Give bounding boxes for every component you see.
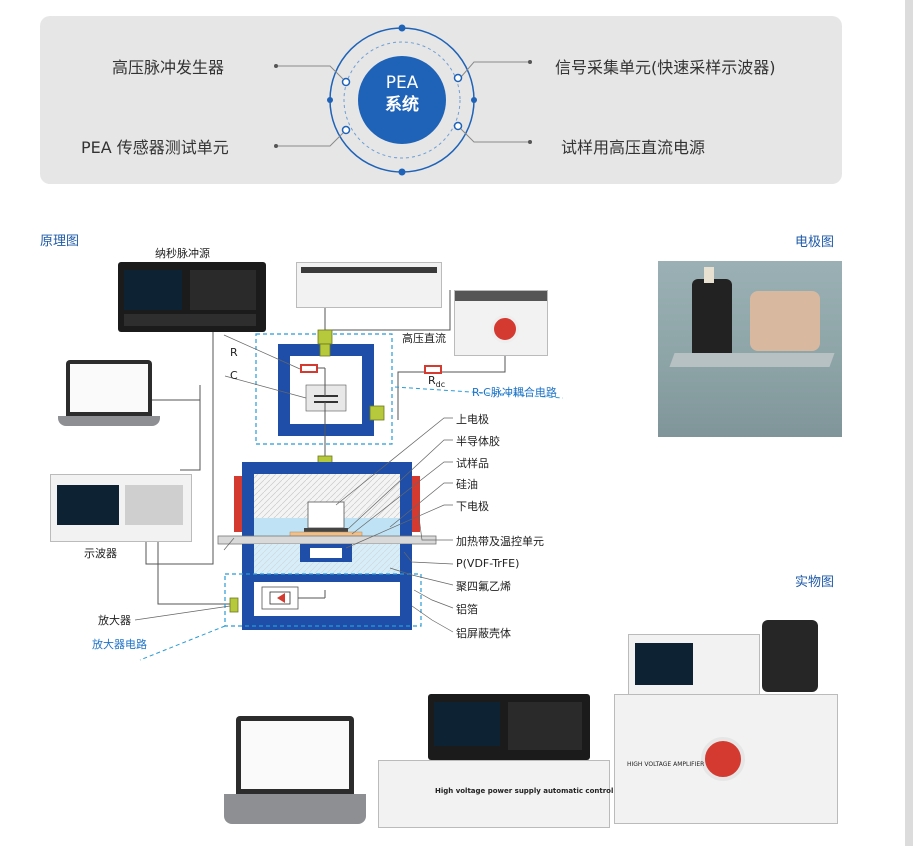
- heater-right: [412, 476, 420, 532]
- electrode-title: 电极图: [795, 235, 835, 250]
- label-amplifier: 放大器: [98, 614, 131, 627]
- center-line-2: 系统: [385, 95, 419, 115]
- resistor-rdc: [424, 365, 442, 374]
- label-amp-circuit: 放大器电路: [92, 638, 147, 651]
- connector-top-left: [276, 65, 344, 80]
- electrode-base-plate: [669, 353, 835, 367]
- schematic-oscilloscope: [50, 474, 192, 542]
- connector-top-right: [460, 61, 530, 78]
- callout-ptfe: 聚四氟乙烯: [456, 580, 511, 593]
- photo-hv-amplifier: HIGH VOLTAGE AMPLIFIER: [614, 694, 838, 824]
- page-scrollbar: [905, 0, 913, 846]
- label-hv-dc: 高压直流: [402, 332, 446, 345]
- label-signal-acquisition: 信号采集单元(快速采样示波器): [555, 58, 776, 77]
- amplifier-triangle: [277, 593, 285, 603]
- photo-oscilloscope: [628, 634, 760, 698]
- label-rdc-sub: dc: [435, 380, 446, 390]
- amplifier-hv-terminal: [701, 737, 745, 781]
- label-oscilloscope: 示波器: [84, 547, 117, 560]
- label-hv-pulse-generator: 高压脉冲发生器: [112, 58, 225, 77]
- pulse-source-device: [118, 262, 266, 332]
- center-title: PEA 系统: [362, 72, 442, 116]
- electrode-heater-pot: [750, 291, 820, 351]
- center-line-1: PEA: [385, 73, 419, 93]
- photo-title: 实物图: [795, 575, 835, 590]
- label-pea-sensor-unit: PEA 传感器测试单元: [81, 138, 229, 157]
- photo-hv-rack: High voltage power supply automatic cont…: [378, 760, 644, 828]
- connector-bottom-right: [460, 128, 530, 143]
- schematic-laptop-base: [58, 416, 160, 426]
- label-rc-circuit: R-C脉冲耦合电路: [472, 386, 557, 399]
- label-rdc-main: R: [428, 374, 436, 387]
- rc-dashed-box: [255, 333, 393, 445]
- upper-electrode: [307, 501, 345, 529]
- hv-control-rack: [296, 262, 442, 308]
- callout-semiconductor-glue: 半导体胶: [456, 435, 500, 448]
- label-pulse-source: 纳秒脉冲源: [155, 247, 210, 260]
- hub-graphic: [274, 24, 532, 176]
- schematic-title: 原理图: [40, 234, 80, 249]
- photo-laptop-base: [224, 794, 366, 824]
- resistor-r: [300, 364, 318, 373]
- label-r: R: [230, 346, 238, 359]
- photo-electrode-cylinder: [762, 620, 818, 692]
- callout-sample: 试样品: [456, 457, 489, 470]
- photo-pulse-generator: [428, 694, 590, 760]
- callout-aluminum-shield: 铝屏蔽壳体: [456, 627, 511, 640]
- label-c: C: [230, 369, 238, 382]
- photo-laptop-screen: [236, 716, 354, 794]
- callout-leaders: [134, 334, 454, 633]
- hv-dc-box: [454, 290, 548, 356]
- callout-pvdf: P(VDF-TrFE): [456, 557, 520, 570]
- base-plate: [217, 535, 437, 545]
- label-rdc: Rdc: [428, 374, 445, 389]
- amplifier-caption: HIGH VOLTAGE AMPLIFIER: [627, 761, 705, 768]
- callout-aluminum-foil: 铝箔: [456, 603, 478, 616]
- amp-dashed-box: [224, 573, 422, 627]
- callout-heater: 加热带及温控单元: [456, 535, 544, 548]
- center-disc: [358, 56, 446, 144]
- callout-lower-electrode: 下电极: [456, 500, 489, 513]
- electrode-cylinder: [692, 279, 732, 359]
- connector-bottom-left: [276, 132, 344, 147]
- label-hv-dc-source: 试样用高压直流电源: [561, 138, 706, 157]
- callout-silicone-oil: 硅油: [456, 478, 478, 491]
- pulse-source-screen: [124, 270, 182, 310]
- inner-dashed-ring: [343, 41, 461, 159]
- capacitor-c: [305, 384, 347, 412]
- schematic-laptop-screen: [66, 360, 152, 416]
- electrode-photo: [658, 261, 842, 437]
- callout-upper-electrode: 上电极: [456, 413, 489, 426]
- rack-caption: High voltage power supply automatic cont…: [435, 787, 645, 795]
- heater-left: [234, 476, 242, 532]
